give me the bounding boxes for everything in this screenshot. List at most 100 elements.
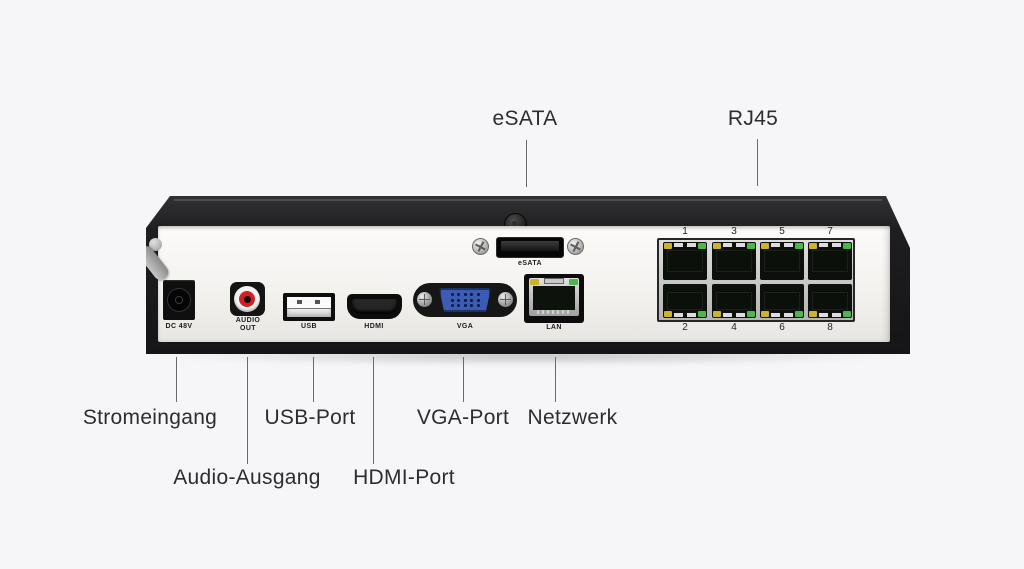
rca-center-hole <box>243 295 251 303</box>
rj45-led-yellow <box>809 311 817 317</box>
audio-port-label: AUDIO OUT <box>226 317 270 333</box>
ground-stud-icon <box>149 238 162 251</box>
rj45-led-yellow <box>713 311 721 317</box>
rj45-tab <box>736 313 745 317</box>
esata-slot <box>501 241 559 251</box>
rj45-led-yellow <box>664 311 672 317</box>
lan-jack <box>529 278 579 316</box>
rj45-port-7 <box>808 242 852 280</box>
usb-port-label: USB <box>301 323 317 330</box>
usb-port <box>283 293 335 321</box>
leader-line-esata <box>526 140 527 187</box>
rj45-port-1 <box>663 242 707 280</box>
rj45-port-4 <box>712 284 756 318</box>
dc-barrel-icon <box>167 288 191 312</box>
rj45-tab <box>723 243 732 247</box>
rj45-port-5 <box>760 242 804 280</box>
rj45-led-green <box>698 243 706 249</box>
rj45-tab <box>771 313 780 317</box>
hdmi-slot <box>352 299 397 314</box>
vga-screw-post-icon <box>498 292 513 307</box>
rj45-tab <box>687 313 696 317</box>
rj45-number: 3 <box>731 226 737 237</box>
lan-port <box>524 274 584 323</box>
screw-icon <box>567 238 584 255</box>
dc-pin-hole <box>175 296 183 304</box>
callout-rj45: RJ45 <box>727 107 779 130</box>
rj45-port-block <box>657 238 855 322</box>
rj45-number: 5 <box>779 226 785 237</box>
callout-esata: eSATA <box>492 107 558 130</box>
callout-hdmi-port: HDMI-Port <box>353 466 455 489</box>
lan-contact-pins <box>537 310 571 314</box>
vga-dsub-connector <box>439 288 491 312</box>
leader-line-usb-port <box>313 357 314 402</box>
vga-screw-post-icon <box>417 292 432 307</box>
dc-power-jack <box>163 280 195 320</box>
leader-line-netzwerk <box>555 357 556 402</box>
audio-out-rca <box>230 282 265 316</box>
rj45-led-green <box>843 243 851 249</box>
rj45-port-3 <box>712 242 756 280</box>
leader-line-rj45 <box>757 139 758 186</box>
hdmi-port <box>347 294 402 319</box>
leader-line-vga-port <box>463 357 464 402</box>
rj45-tab <box>784 313 793 317</box>
rj45-port-8 <box>808 284 852 318</box>
usb-contact <box>315 300 320 304</box>
audio-label-line1: AUDIO <box>235 317 261 324</box>
rj45-tab <box>832 313 841 317</box>
rj45-led-yellow <box>761 311 769 317</box>
lan-slot <box>533 286 575 310</box>
callout-vga-port: VGA-Port <box>416 406 510 429</box>
rj45-led-yellow <box>664 243 672 249</box>
usb-tongue <box>287 297 331 309</box>
vga-port-label: VGA <box>456 323 474 330</box>
rj45-led-green <box>698 311 706 317</box>
dc-port-label: DC 48V <box>165 323 193 330</box>
esata-port <box>496 237 564 258</box>
rca-red-ring <box>239 291 255 307</box>
rj45-tab <box>784 243 793 247</box>
rj45-led-green <box>795 243 803 249</box>
nvr-rear-panel: DC 48V AUDIO OUT <box>146 196 910 354</box>
rca-white-ring <box>234 286 260 312</box>
rj45-tab <box>819 243 828 247</box>
vga-pin-row <box>441 304 489 308</box>
rj45-tab <box>674 243 683 247</box>
rj45-tab <box>723 313 732 317</box>
screw-icon <box>472 238 489 255</box>
lan-latch <box>544 278 564 284</box>
rj45-number: 8 <box>827 322 833 333</box>
rj45-led-green <box>795 311 803 317</box>
usb-inner <box>287 297 331 317</box>
rj45-port-2 <box>663 284 707 318</box>
callout-stromeingang: Stromeingang <box>82 406 218 429</box>
rj45-led-yellow <box>713 243 721 249</box>
rj45-led-yellow <box>809 243 817 249</box>
hdmi-port-label: HDMI <box>364 323 384 330</box>
lan-led-green <box>569 279 578 285</box>
leader-line-stromeingang <box>176 357 177 402</box>
audio-label-line2: OUT <box>240 325 256 332</box>
rj45-tab <box>736 243 745 247</box>
rj45-number: 2 <box>682 322 688 333</box>
rj45-tab <box>771 243 780 247</box>
vga-port <box>413 283 517 317</box>
rj45-tab <box>819 313 828 317</box>
rj45-tab <box>674 313 683 317</box>
rj45-port-6 <box>760 284 804 318</box>
rj45-tab <box>687 243 696 247</box>
rj45-number: 1 <box>682 226 688 237</box>
rj45-led-green <box>747 243 755 249</box>
callout-usb-port: USB-Port <box>264 406 356 429</box>
rj45-led-yellow <box>761 243 769 249</box>
rj45-number: 6 <box>779 322 785 333</box>
usb-contact <box>297 300 302 304</box>
callout-netzwerk: Netzwerk <box>527 406 618 429</box>
vga-pin-row <box>441 298 489 302</box>
callout-audio-ausgang: Audio-Ausgang <box>173 466 321 489</box>
esata-port-label: eSATA <box>518 260 542 267</box>
vga-pin-row <box>441 292 489 296</box>
